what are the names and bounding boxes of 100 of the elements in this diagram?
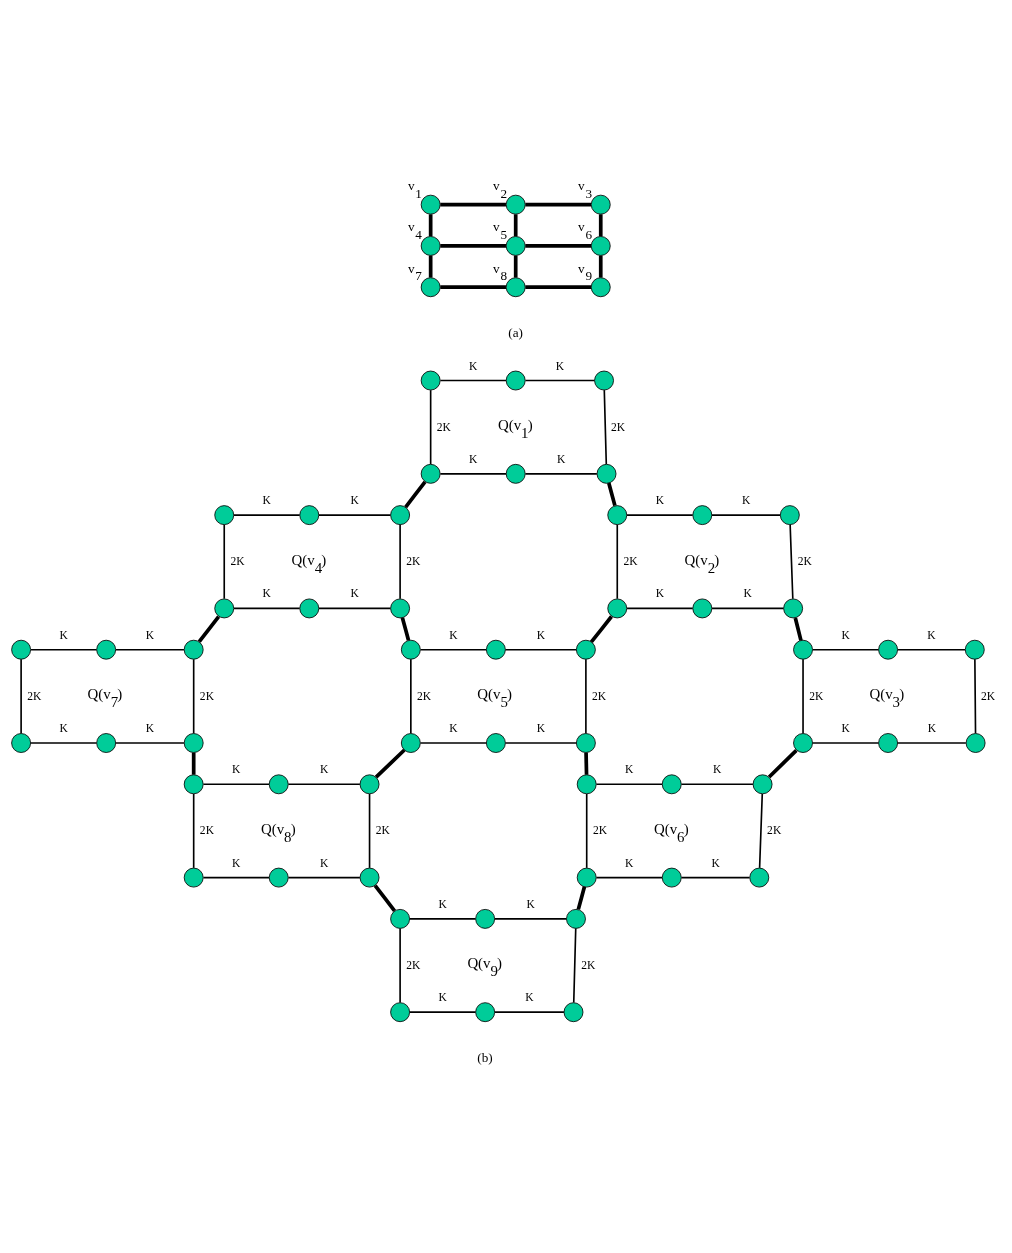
connector: [598, 255, 603, 278]
node-circle: [590, 194, 611, 215]
edge-label: K: [320, 762, 329, 775]
connector: [233, 607, 301, 609]
node-circle: [505, 276, 526, 297]
connector: [197, 614, 221, 643]
node-circle: [390, 908, 410, 929]
connector: [711, 513, 781, 516]
edge-label: 2K: [611, 420, 626, 433]
connector: [399, 927, 401, 1003]
connector: [626, 607, 694, 609]
connector: [793, 617, 803, 641]
edge-label: K: [449, 721, 458, 734]
node-circle: [590, 235, 611, 256]
node-circle: [505, 463, 526, 484]
edge-label: K: [232, 856, 241, 869]
connector: [584, 752, 589, 775]
connector: [896, 741, 967, 744]
edge-label: 2K: [980, 689, 996, 702]
label: (a): [508, 324, 523, 340]
edge-label: K: [743, 586, 752, 599]
node-circle: [475, 908, 496, 929]
connector: [202, 782, 270, 785]
connector: [428, 255, 433, 278]
edge-label: K: [556, 452, 566, 465]
edge-label: 2K: [199, 823, 214, 836]
node-circle: [420, 370, 441, 390]
node-circle: [268, 867, 289, 887]
node-circle: [390, 1001, 410, 1022]
connector: [439, 472, 507, 475]
connector: [680, 782, 754, 785]
connector: [811, 741, 880, 744]
node-circle: [575, 732, 596, 753]
connector: [30, 648, 98, 651]
connector: [233, 513, 301, 516]
node-circle: [575, 639, 596, 660]
connector: [409, 917, 477, 920]
edge-label: 2K: [809, 689, 824, 702]
node-circle: [359, 867, 380, 887]
connector: [20, 658, 22, 734]
node-circle: [505, 194, 526, 215]
node-circle: [576, 867, 597, 887]
edge-label: K: [555, 359, 565, 372]
connector: [626, 513, 694, 516]
connector: [616, 523, 619, 600]
connector: [896, 648, 966, 651]
edge-label: K: [927, 721, 937, 734]
edge-label: 2K: [375, 823, 390, 836]
edge-label: K: [438, 897, 447, 910]
node-circle: [183, 732, 204, 753]
node-circle: [505, 235, 526, 256]
connector: [399, 523, 401, 600]
edge-label: K: [145, 628, 155, 641]
connector: [223, 523, 226, 600]
node-circle: [400, 732, 421, 753]
node-circle: [607, 598, 628, 618]
node-circle: [965, 732, 986, 753]
connector: [400, 616, 411, 641]
edge-label: K: [536, 628, 546, 641]
connector: [287, 782, 361, 785]
connector: [419, 648, 488, 651]
connector: [572, 927, 577, 1003]
edge-label: K: [350, 586, 359, 599]
node-circle: [299, 504, 320, 525]
node-circle: [590, 276, 611, 297]
edge-label: 2K: [767, 823, 782, 836]
connector: [504, 741, 578, 744]
edge-label: K: [536, 721, 546, 734]
connector: [576, 885, 587, 910]
edge-label: K: [625, 762, 634, 775]
edge-label: K: [320, 856, 329, 869]
edge-label: 2K: [417, 689, 432, 702]
node-circle: [752, 773, 773, 794]
connector: [409, 1010, 477, 1013]
edge-label: K: [841, 628, 850, 641]
edge-label: K: [59, 628, 68, 641]
connector: [115, 648, 185, 651]
edge-label: K: [525, 990, 534, 1003]
connector: [318, 513, 392, 516]
node-circle: [96, 732, 117, 753]
edge-label: K: [350, 493, 359, 506]
connector: [524, 379, 596, 381]
connector: [680, 876, 751, 878]
edge-label: K: [741, 493, 751, 506]
connector: [202, 876, 270, 878]
connector: [525, 284, 592, 289]
node-circle: [420, 463, 441, 484]
edge-label: K: [526, 897, 535, 910]
connector: [428, 213, 433, 236]
edge-label: K: [841, 721, 850, 734]
connector: [374, 748, 406, 779]
node-circle: [661, 773, 682, 794]
edge-label: 2K: [406, 554, 421, 567]
edge-label: 2K: [436, 420, 451, 433]
connector: [30, 741, 98, 744]
edge-label: 2K: [199, 689, 214, 702]
connector: [767, 748, 798, 778]
node-circle: [594, 370, 614, 390]
node-circle: [390, 598, 410, 618]
connector: [504, 648, 578, 651]
